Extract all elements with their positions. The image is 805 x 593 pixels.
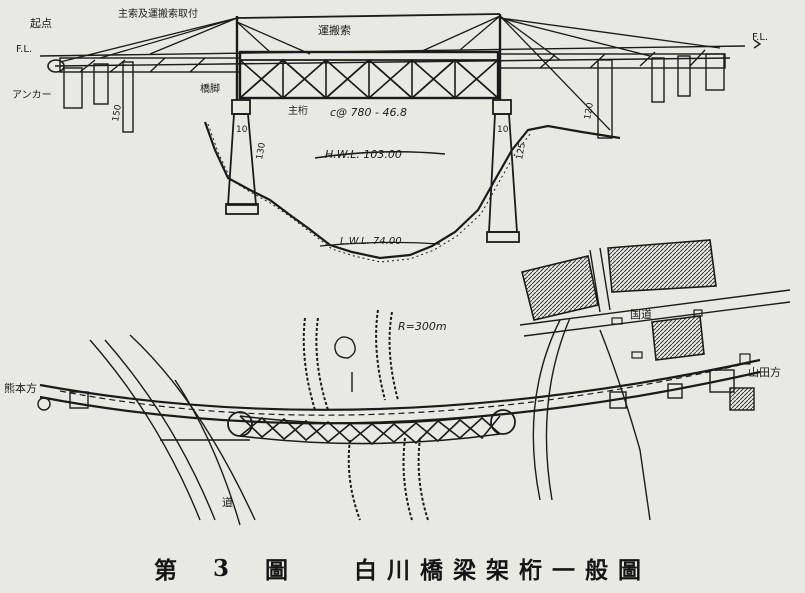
label-fl-right: F.L. (752, 32, 768, 43)
stay-cables (59, 15, 721, 131)
building-2 (607, 239, 717, 293)
right-approach (499, 49, 726, 139)
plan-abutment-right-2 (667, 383, 683, 399)
label-anchor: アンカー (12, 89, 52, 101)
elevation-view (39, 13, 762, 263)
river-island (334, 336, 356, 359)
figure-caption: 第 3 圖 白川橋梁架桁一般圖 (0, 548, 805, 588)
caption-figure-number: 3 (212, 554, 231, 582)
label-dim-e: 10 (236, 125, 248, 135)
bridge-deck-lower (39, 370, 761, 425)
label-crane-cable: 運搬索 (318, 23, 351, 37)
label-pier: 橋脚 (200, 82, 220, 95)
elevation-labels: 起点 主索及運搬索取付 運搬索 F.L. F.L. アンカー 橋脚 主桁 c@ … (12, 7, 768, 247)
label-main-beam: 主桁 (288, 104, 308, 117)
label-road-left: 道 (222, 495, 233, 509)
river-contours (302, 309, 429, 521)
plan-view (37, 239, 791, 526)
ground-hatch (207, 123, 531, 263)
label-road-top: 国道 (630, 307, 652, 321)
ground-profile (203, 121, 621, 260)
label-hwl: H.W.L. 103.00 (325, 148, 402, 161)
bridge-deck-upper (39, 358, 761, 411)
label-start: 起点 (30, 17, 52, 30)
plan-left-end-circle (37, 397, 51, 411)
plan-abutment-left (69, 391, 89, 409)
label-dim-c: 120 (583, 102, 596, 121)
plan-abutment-right-1 (609, 391, 627, 409)
label-lwl: L.W.L. 74.00 (340, 236, 402, 247)
plan-end-hatch (729, 387, 755, 411)
label-cable: 主索及運搬索取付 (118, 7, 198, 20)
label-fl-left: F.L. (16, 44, 32, 55)
label-left-end: 熊本方 (4, 381, 37, 395)
label-span: c@ 780 - 46.8 (330, 106, 407, 119)
label-dim-b: 130 (255, 142, 268, 161)
building-1 (521, 255, 599, 321)
building-3 (651, 315, 705, 361)
hwl-line (314, 150, 446, 159)
label-dim-d: 125 (515, 142, 528, 161)
caption-figure-word: 第 (153, 557, 179, 584)
left-approach (59, 57, 241, 133)
deck-line-lower (54, 57, 731, 67)
plan-main-truss (239, 413, 501, 446)
engineering-drawing: 起点 主索及運搬索取付 運搬索 F.L. F.L. アンカー 橋脚 主桁 c@ … (4, 7, 791, 526)
main-truss (238, 50, 500, 100)
label-right-end: 山田方 (748, 365, 781, 379)
anchor-block (47, 59, 65, 73)
plan-end-block (709, 369, 735, 393)
right-end-mark (753, 39, 762, 49)
label-dim-a: 150 (111, 104, 124, 123)
caption-figure-suffix: 圖 (265, 557, 290, 584)
label-dim-f: 10 (497, 125, 509, 135)
top-cable (236, 13, 501, 19)
bridge-truss-pattern (59, 364, 741, 416)
lwl-line (319, 241, 441, 247)
plan-labels: R=300m 熊本方 山田方 国道 道 (4, 307, 781, 509)
label-radius: R=300m (398, 320, 447, 333)
main-piers (225, 99, 520, 243)
small-building-2 (631, 351, 643, 359)
plan-pier-left (227, 411, 253, 437)
plan-pier-right (490, 409, 516, 435)
caption-title: 白川橋梁架桁一般圖 (354, 557, 651, 584)
roads (89, 247, 791, 526)
